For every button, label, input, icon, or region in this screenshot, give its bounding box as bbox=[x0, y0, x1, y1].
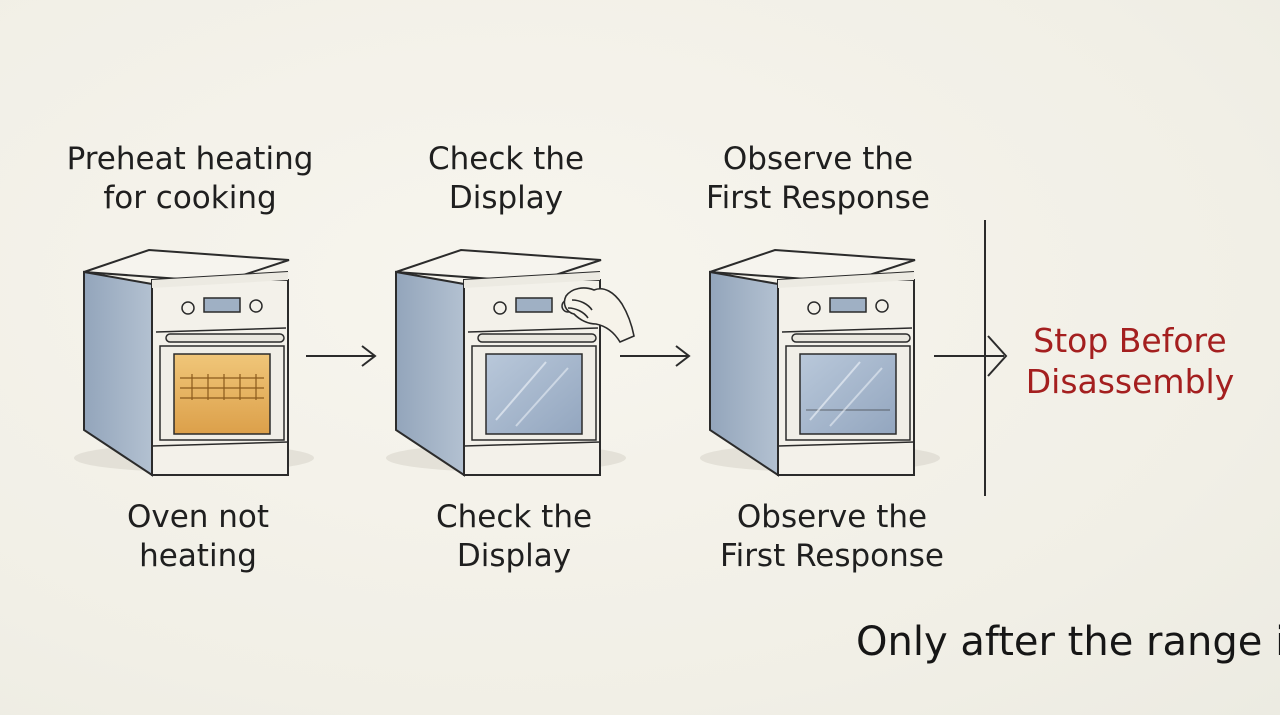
stop-barrier-icon bbox=[934, 220, 1008, 496]
step-2-top-label: Check the Display bbox=[427, 141, 585, 216]
oven-icon bbox=[73, 249, 315, 476]
stop-before-disassembly-label: Stop Before Disassembly bbox=[1025, 321, 1235, 401]
step-2-bottom-label: Check the Display bbox=[435, 499, 593, 574]
step-3-bottom-label: Observe the First Response bbox=[720, 499, 944, 574]
oven-icon bbox=[699, 249, 941, 476]
oven-icon bbox=[385, 249, 627, 476]
step-1-top-label: Preheat heating for cooking bbox=[66, 141, 314, 216]
arrow-right-icon bbox=[620, 345, 691, 367]
caption-text: Only after the range is f bbox=[856, 619, 1280, 665]
arrow-right-icon bbox=[306, 345, 377, 367]
step-3-top-label: Observe the First Response bbox=[706, 141, 930, 216]
hand-icon bbox=[563, 287, 635, 344]
step-1-bottom-label: Oven not heating bbox=[126, 499, 270, 574]
